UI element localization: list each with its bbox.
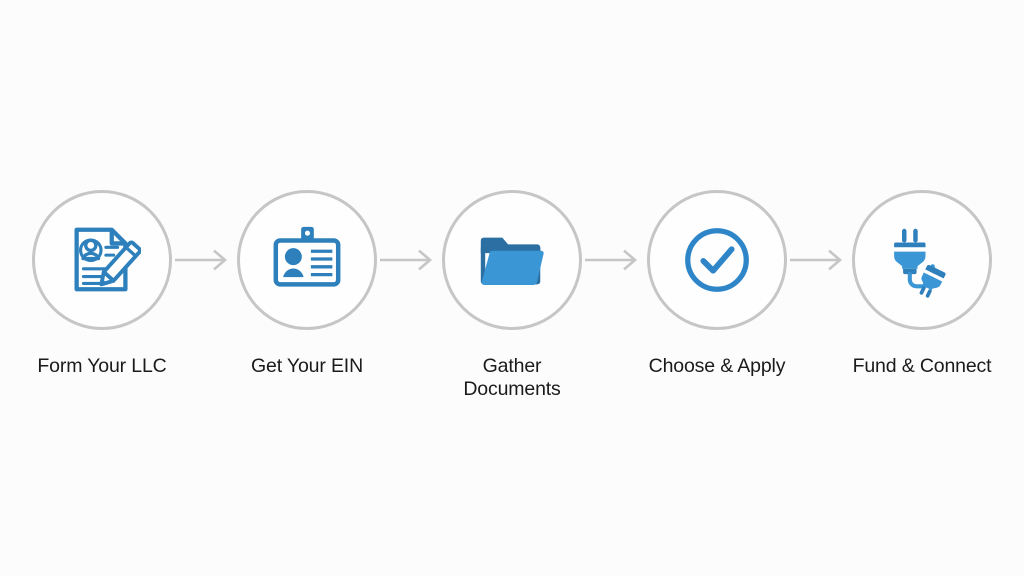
- step-label-gather-documents: Gather Documents: [463, 355, 561, 400]
- step-circle-gather-documents[interactable]: [442, 190, 582, 330]
- step-label-form-llc: Form Your LLC: [37, 355, 167, 377]
- step-fund-connect[interactable]: Fund & Connect: [852, 190, 992, 378]
- step-form-llc[interactable]: Form Your LLC: [32, 190, 172, 378]
- step-circle-get-ein[interactable]: [237, 190, 377, 330]
- check-circle-icon: [685, 228, 749, 292]
- step-choose-apply[interactable]: Choose & Apply: [647, 190, 787, 378]
- document-with-pencil-icon: [74, 227, 141, 292]
- step-gather-documents[interactable]: Gather Documents: [442, 190, 582, 401]
- arrow-connector-2: [377, 190, 442, 330]
- step-get-ein[interactable]: Get Your EIN: [237, 190, 377, 378]
- step-circle-choose-apply[interactable]: [647, 190, 787, 330]
- open-folder-icon: [480, 237, 544, 285]
- power-plug-connect-icon: [894, 228, 946, 298]
- arrow-connector-1: [172, 190, 237, 330]
- arrow-connector-4: [787, 190, 852, 330]
- step-label-get-ein: Get Your EIN: [250, 355, 364, 377]
- step-label-fund-connect: Fund & Connect: [852, 355, 992, 377]
- step-circle-fund-connect[interactable]: [852, 190, 992, 330]
- id-badge-icon: [273, 226, 341, 287]
- arrow-connector-3: [582, 190, 647, 330]
- step-label-choose-apply: Choose & Apply: [648, 355, 786, 377]
- process-steps-row: Form Your LLC: [0, 190, 1024, 400]
- step-circle-form-llc[interactable]: [32, 190, 172, 330]
